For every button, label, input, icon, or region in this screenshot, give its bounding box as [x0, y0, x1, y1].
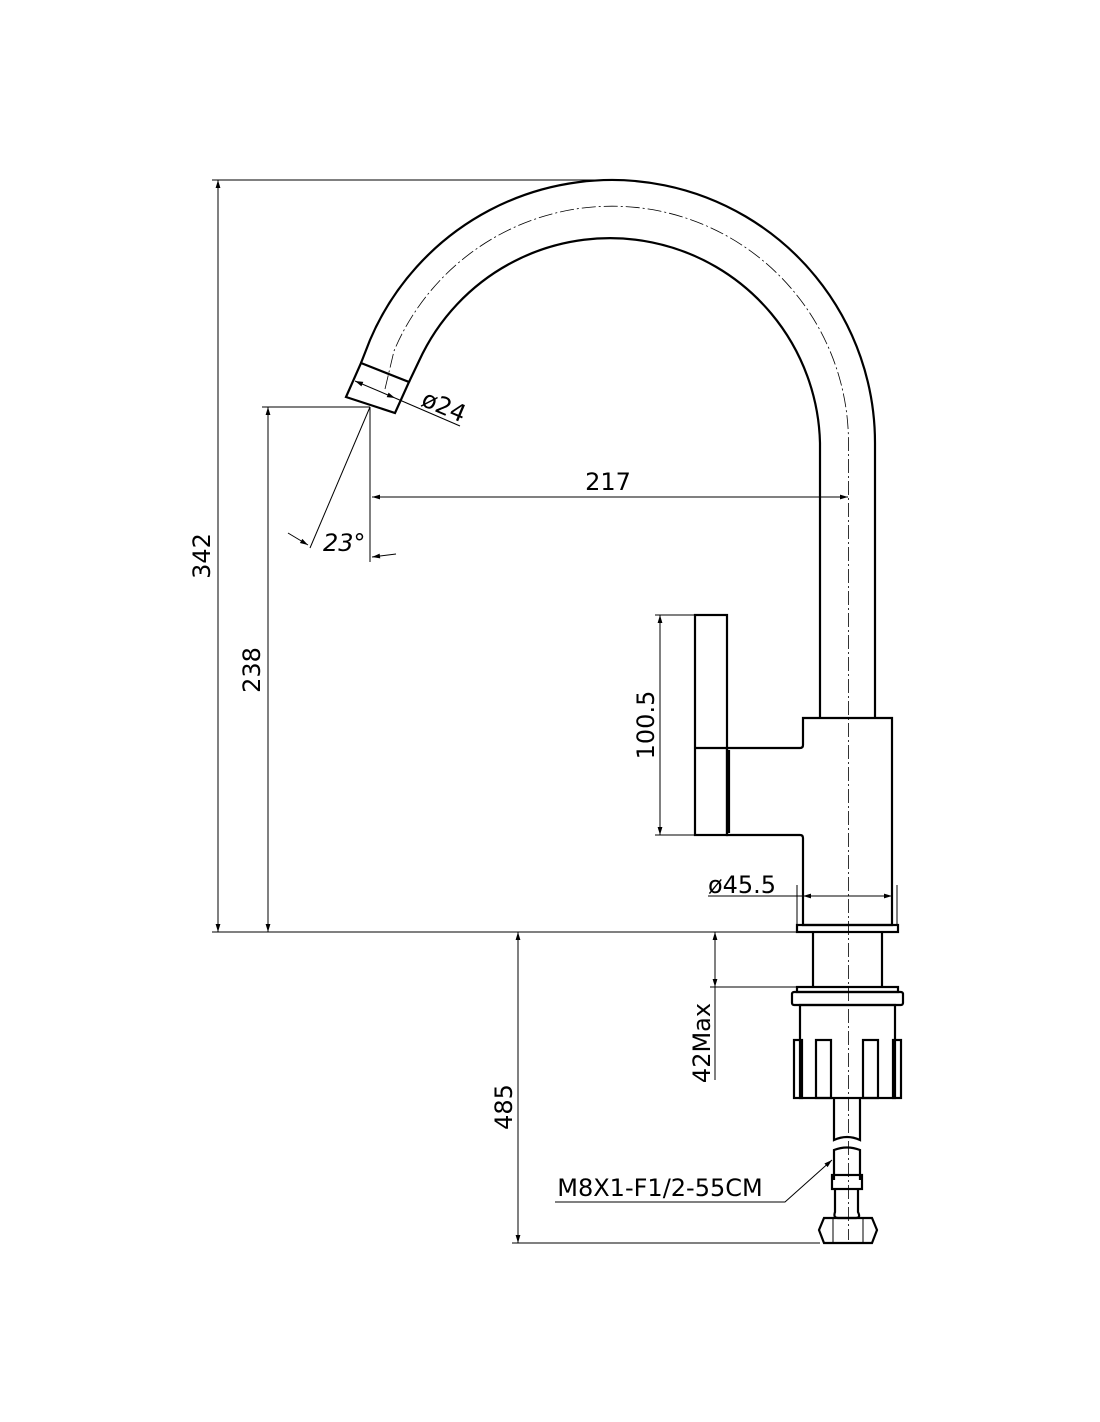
spout: [344, 178, 877, 1240]
hose-length-label: 485: [490, 1084, 518, 1130]
dimension-lines: [212, 179, 898, 1244]
body-diameter-label: ø45.5: [708, 871, 776, 899]
total-height-label: 342: [188, 533, 216, 579]
hex-nut: [817, 1216, 879, 1245]
handle-lever: [693, 613, 729, 837]
spout-diameter-label: ø24: [418, 385, 471, 428]
spout-aerator: [344, 361, 411, 415]
spout-reach-label: 217: [585, 468, 631, 496]
hose-leader: [555, 1159, 833, 1203]
hose-spec-label: M8X1-F1/2-55CM: [557, 1174, 762, 1202]
spout-angle-label: 23°: [323, 529, 366, 557]
hose: [832, 1146, 862, 1180]
faucet-body: [693, 613, 894, 927]
handle-length-label: 100.5: [632, 691, 660, 760]
spout-height-label: 238: [238, 647, 266, 693]
deck-thickness-label: 42Max: [688, 1003, 716, 1083]
mounting-assembly: [790, 923, 905, 1245]
